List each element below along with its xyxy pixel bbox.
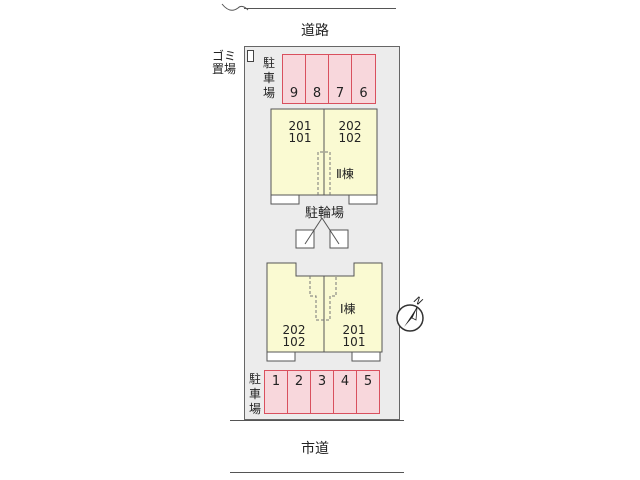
- north-compass-icon: [396, 304, 424, 332]
- parking-top-label-1: 駐: [262, 56, 275, 70]
- bike-parking-icon: [295, 217, 349, 249]
- parking-space-1: 1: [264, 370, 288, 414]
- building-2-unit-201: 201: [288, 119, 312, 133]
- top-road-curve: [221, 3, 249, 11]
- garbage-label-line2: 置場: [211, 62, 236, 76]
- building-2-outline: [270, 108, 378, 205]
- parking-top-label-2: 車: [262, 71, 275, 85]
- bottom-road-lower-line: [230, 472, 404, 473]
- building-1-unit-202: 202: [282, 323, 306, 337]
- parking-space-8: 8: [305, 54, 329, 104]
- parking-space-5: 5: [356, 370, 380, 414]
- garbage-label-line1: ゴミ: [211, 49, 236, 63]
- building-2-unit-202: 202: [338, 119, 362, 133]
- parking-space-2: 2: [287, 370, 311, 414]
- parking-space-6: 6: [351, 54, 376, 104]
- parking-space-3: 3: [310, 370, 334, 414]
- building-2-unit-101: 101: [288, 131, 312, 145]
- top-road-line: [244, 8, 396, 9]
- bottom-road-upper-line: [230, 420, 404, 421]
- building-1-unit-201: 201: [342, 323, 366, 337]
- building-1-name: Ⅰ棟: [340, 302, 356, 316]
- parking-top-label-3: 場: [262, 86, 275, 100]
- parking-bottom-label-1: 駐: [248, 372, 261, 386]
- parking-bottom-label-3: 場: [248, 402, 261, 416]
- garbage-label: ゴミ 置場: [206, 50, 242, 76]
- bottom-road-label: 市道: [301, 441, 329, 457]
- top-road-label: 道路: [301, 23, 329, 39]
- garbage-bin-icon: [247, 50, 254, 62]
- building-1-unit-101: 101: [342, 335, 366, 349]
- building-1-outline: [266, 262, 383, 362]
- building-2-name: Ⅱ棟: [336, 167, 354, 181]
- bike-parking-label: 駐輪場: [305, 206, 345, 221]
- parking-space-4: 4: [333, 370, 357, 414]
- parking-space-7: 7: [328, 54, 352, 104]
- building-1-unit-102: 102: [282, 335, 306, 349]
- parking-space-9: 9: [282, 54, 306, 104]
- parking-bottom-label-2: 車: [248, 387, 261, 401]
- building-2-unit-102: 102: [338, 131, 362, 145]
